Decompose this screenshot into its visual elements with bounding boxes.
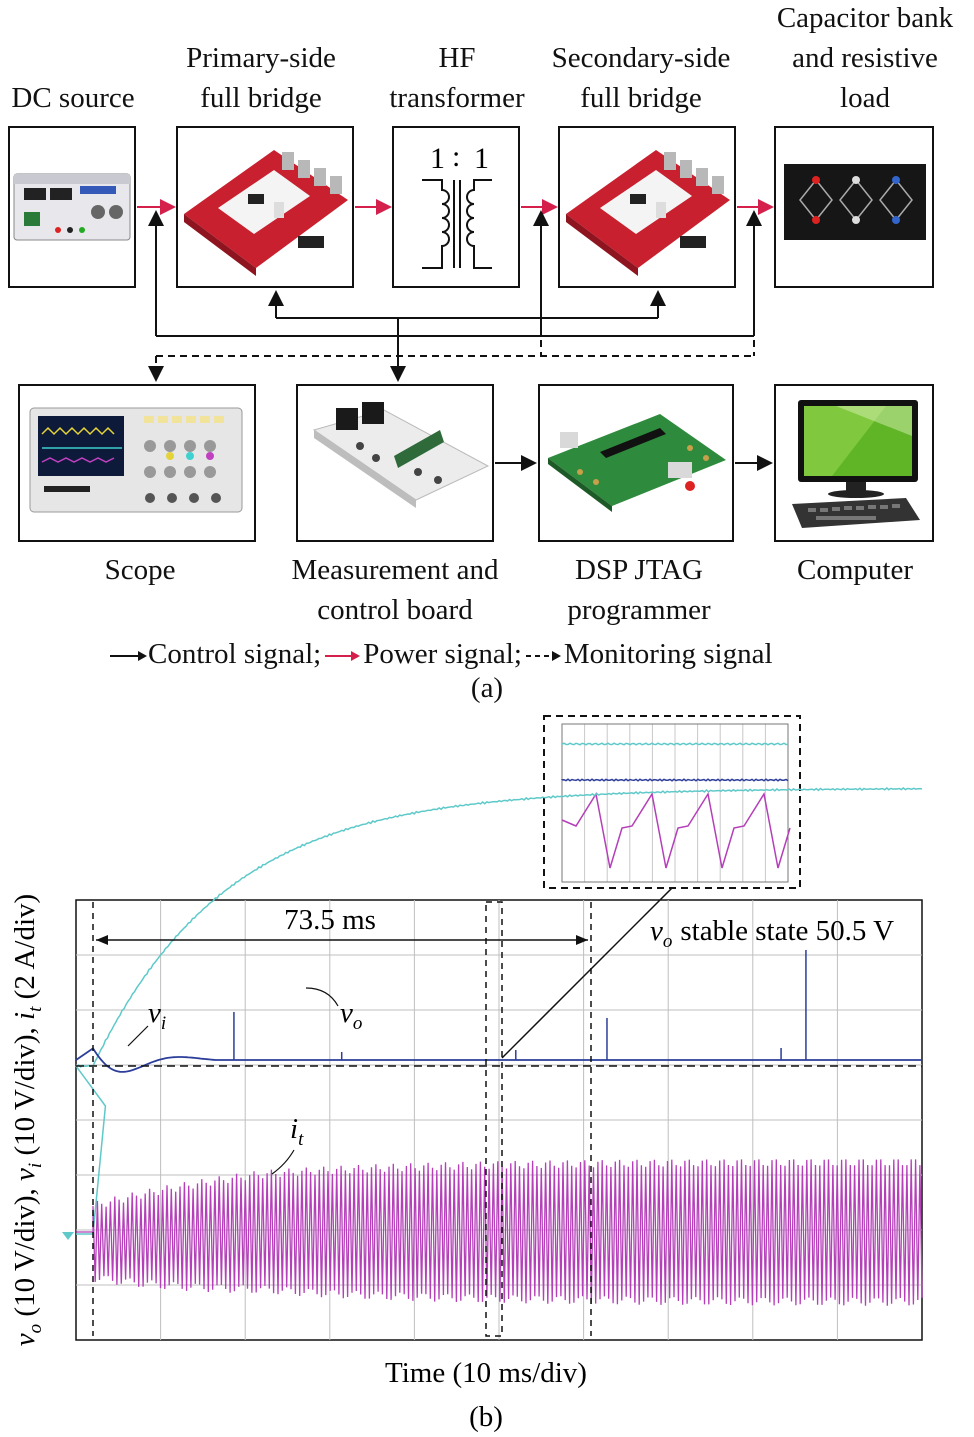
dc-power-supply-image: [13, 173, 131, 241]
caption-b: (b): [469, 1401, 503, 1433]
label-primary-l1: Primary-side: [186, 42, 336, 74]
series-it: [76, 1159, 923, 1306]
label-primary-l2: full bridge: [200, 82, 322, 114]
label-secondary-l1: Secondary-side: [551, 42, 731, 74]
measurement-board-box: [296, 384, 494, 542]
dsp-jtag-box: [538, 384, 734, 542]
label-cap-l1: Capacitor bank: [776, 2, 954, 34]
legend-power: Power signal;: [363, 638, 522, 670]
pointer-it: [271, 1149, 295, 1175]
power-arrow-icon: [325, 651, 361, 662]
stable-text: stable state 50.5 V: [680, 915, 894, 947]
label-dsp-l2: programmer: [567, 594, 711, 626]
label-dsp-jtag: DSP JTAG programmer: [530, 550, 748, 630]
stable-state-label: vo stable state 50.5 V: [650, 915, 894, 952]
label-dsp-l1: DSP JTAG: [575, 554, 703, 586]
label-meas-l1: Measurement and: [291, 554, 499, 586]
label-hf-transformer: HF transformer: [374, 38, 540, 118]
zoom-link-line: [501, 887, 673, 1059]
label-hf-l1: HF: [438, 42, 476, 74]
dsp-programmer-image: [548, 414, 726, 512]
label-meas-l2: control board: [317, 594, 473, 626]
duration-arrow: [96, 935, 588, 945]
pointer-vi: [127, 1025, 149, 1047]
label-scope: Scope: [104, 554, 176, 586]
stable-sub: o: [663, 931, 673, 952]
label-capacitor-load: Capacitor bank and resistive load: [756, 0, 974, 118]
primary-bridge-board-image: [184, 150, 348, 276]
y-axis-label: vo (10 V/div), vi (10 V/div), it (2 A/di…: [9, 894, 46, 1346]
legend-monitoring: Monitoring signal: [563, 638, 773, 670]
zoom-inset: [543, 715, 801, 889]
label-measurement-board: Measurement and control board: [266, 550, 524, 630]
monitoring-signal-lines: [148, 340, 755, 382]
label-secondary-bridge: Secondary-side full bridge: [532, 38, 750, 118]
signal-legend: Control signal; Power signal; Monitoring s…: [108, 634, 773, 674]
x-axis-label: Time (10 ms/div): [385, 1357, 587, 1389]
capacitor-load-box: [774, 126, 934, 288]
label-secondary-l2: full bridge: [580, 82, 702, 114]
caption-a: (a): [470, 672, 504, 704]
secondary-bridge-board-image: [566, 150, 730, 276]
label-dc-source: DC source: [11, 82, 135, 114]
primary-bridge-box: [176, 126, 354, 288]
stable-sym: v: [650, 915, 663, 947]
hf-transformer-box: 1 : 1: [392, 126, 520, 288]
zoom-window: [485, 901, 503, 1337]
resistive-load-image: [784, 164, 926, 240]
ratio-left: 1: [430, 142, 445, 175]
label-primary-bridge: Primary-side full bridge: [156, 38, 366, 118]
label-it: it: [290, 1113, 304, 1150]
dc-source-box: [8, 126, 136, 288]
transformer-symbol: 1 : 1: [422, 140, 492, 269]
duration-label: 73.5 ms: [284, 904, 376, 936]
ratio-colon: :: [452, 140, 460, 173]
ratio-right: 1: [474, 142, 489, 175]
control-signal-lines: [148, 210, 773, 471]
secondary-bridge-box: [558, 126, 736, 288]
trigger-marker: [62, 1232, 74, 1240]
label-hf-l2: transformer: [389, 82, 525, 114]
label-vo: vo: [340, 997, 362, 1034]
waveform-chart: 73.5 ms vo stable state 50.5 V vi vo it T…: [9, 715, 923, 1433]
control-arrow-icon: [110, 651, 147, 662]
series-vi: [75, 1047, 922, 1073]
label-cap-l3: load: [840, 82, 890, 114]
oscilloscope-image: [29, 407, 243, 513]
legend-control: Control signal;: [148, 638, 322, 670]
scope-box: [18, 384, 256, 542]
label-vi: vi: [148, 997, 166, 1034]
series-vo: [75, 787, 923, 1235]
pointer-vo: [305, 987, 339, 1007]
monitoring-arrow-icon: [525, 651, 561, 662]
label-cap-l2: and resistive: [792, 42, 938, 74]
computer-box: [774, 384, 934, 542]
measurement-board-image: [312, 402, 490, 508]
block-diagram-connections: [137, 199, 774, 471]
label-computer: Computer: [797, 554, 913, 586]
computer-image: [792, 400, 920, 528]
